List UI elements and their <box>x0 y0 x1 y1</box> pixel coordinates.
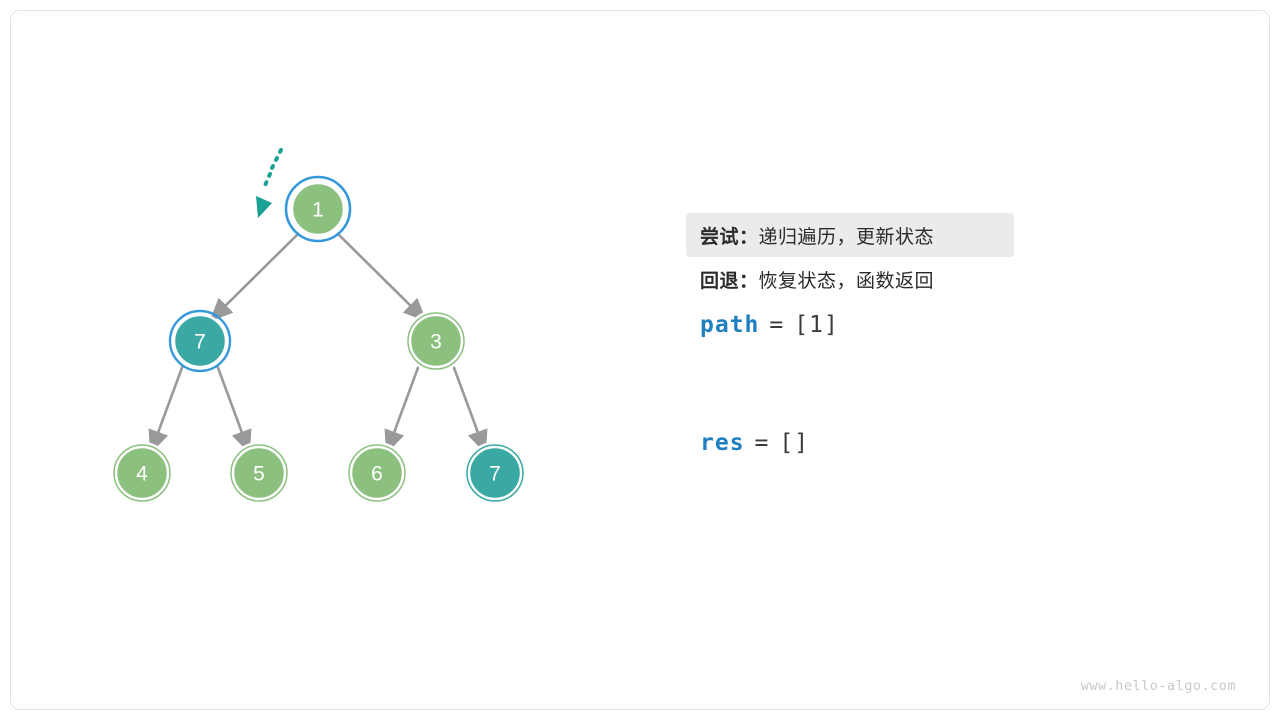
tree-node-7-right[interactable]: 7 <box>463 441 527 505</box>
edge-3-7 <box>451 364 488 454</box>
edge-1-7 <box>209 232 300 322</box>
panel-spacer <box>686 349 1246 419</box>
tree-node-5[interactable]: 5 <box>227 441 291 505</box>
tree-node-4-label: 4 <box>136 463 148 486</box>
site-watermark: www.hello-algo.com <box>1080 678 1236 694</box>
tree-node-6-label: 6 <box>371 463 383 486</box>
path-variable-name: path <box>700 312 760 338</box>
edge-7-4 <box>148 364 185 454</box>
tree-node-4[interactable]: 4 <box>110 441 174 505</box>
legend-backtrack-label: 回退： <box>700 270 759 292</box>
edge-7-5 <box>215 364 252 454</box>
path-equals-sign: = <box>769 312 785 338</box>
recursion-entry-arrow-icon <box>256 148 283 218</box>
legend-backtrack-row: 回退： 恢复状态，函数返回 <box>686 257 1246 301</box>
edge-1-3 <box>336 232 427 322</box>
edge-3-6 <box>384 364 421 454</box>
legend-try-row: 尝试： 递归遍历，更新状态 <box>686 213 1014 257</box>
legend-try-text: 递归遍历，更新状态 <box>758 226 935 248</box>
res-equals-sign: = <box>754 430 770 456</box>
res-variable-name: res <box>700 430 745 456</box>
path-variable-row: path = [1] <box>686 301 1246 349</box>
tree-node-1[interactable]: 1 <box>284 175 352 243</box>
tree-node-6[interactable]: 6 <box>345 441 409 505</box>
tree-node-5-label: 5 <box>253 463 265 486</box>
tree-node-7-right-label: 7 <box>489 463 501 486</box>
tree-node-7-left[interactable]: 7 <box>168 309 232 373</box>
legend-backtrack-text: 恢复状态，函数返回 <box>758 270 935 292</box>
tree-node-1-label: 1 <box>312 199 324 222</box>
tree-node-3-label: 3 <box>430 331 442 354</box>
path-variable-value: [1] <box>794 312 839 338</box>
tree-node-7-left-label: 7 <box>194 331 206 354</box>
tree-edges <box>148 232 488 454</box>
tree-node-3[interactable]: 3 <box>404 309 468 373</box>
res-variable-row: res = [] <box>686 419 1246 467</box>
status-panel: 尝试： 递归遍历，更新状态 回退： 恢复状态，函数返回 path = [1] r… <box>686 213 1246 467</box>
res-variable-value: [] <box>779 430 810 456</box>
legend-try-label: 尝试： <box>700 226 759 248</box>
diagram-frame <box>10 10 1270 710</box>
